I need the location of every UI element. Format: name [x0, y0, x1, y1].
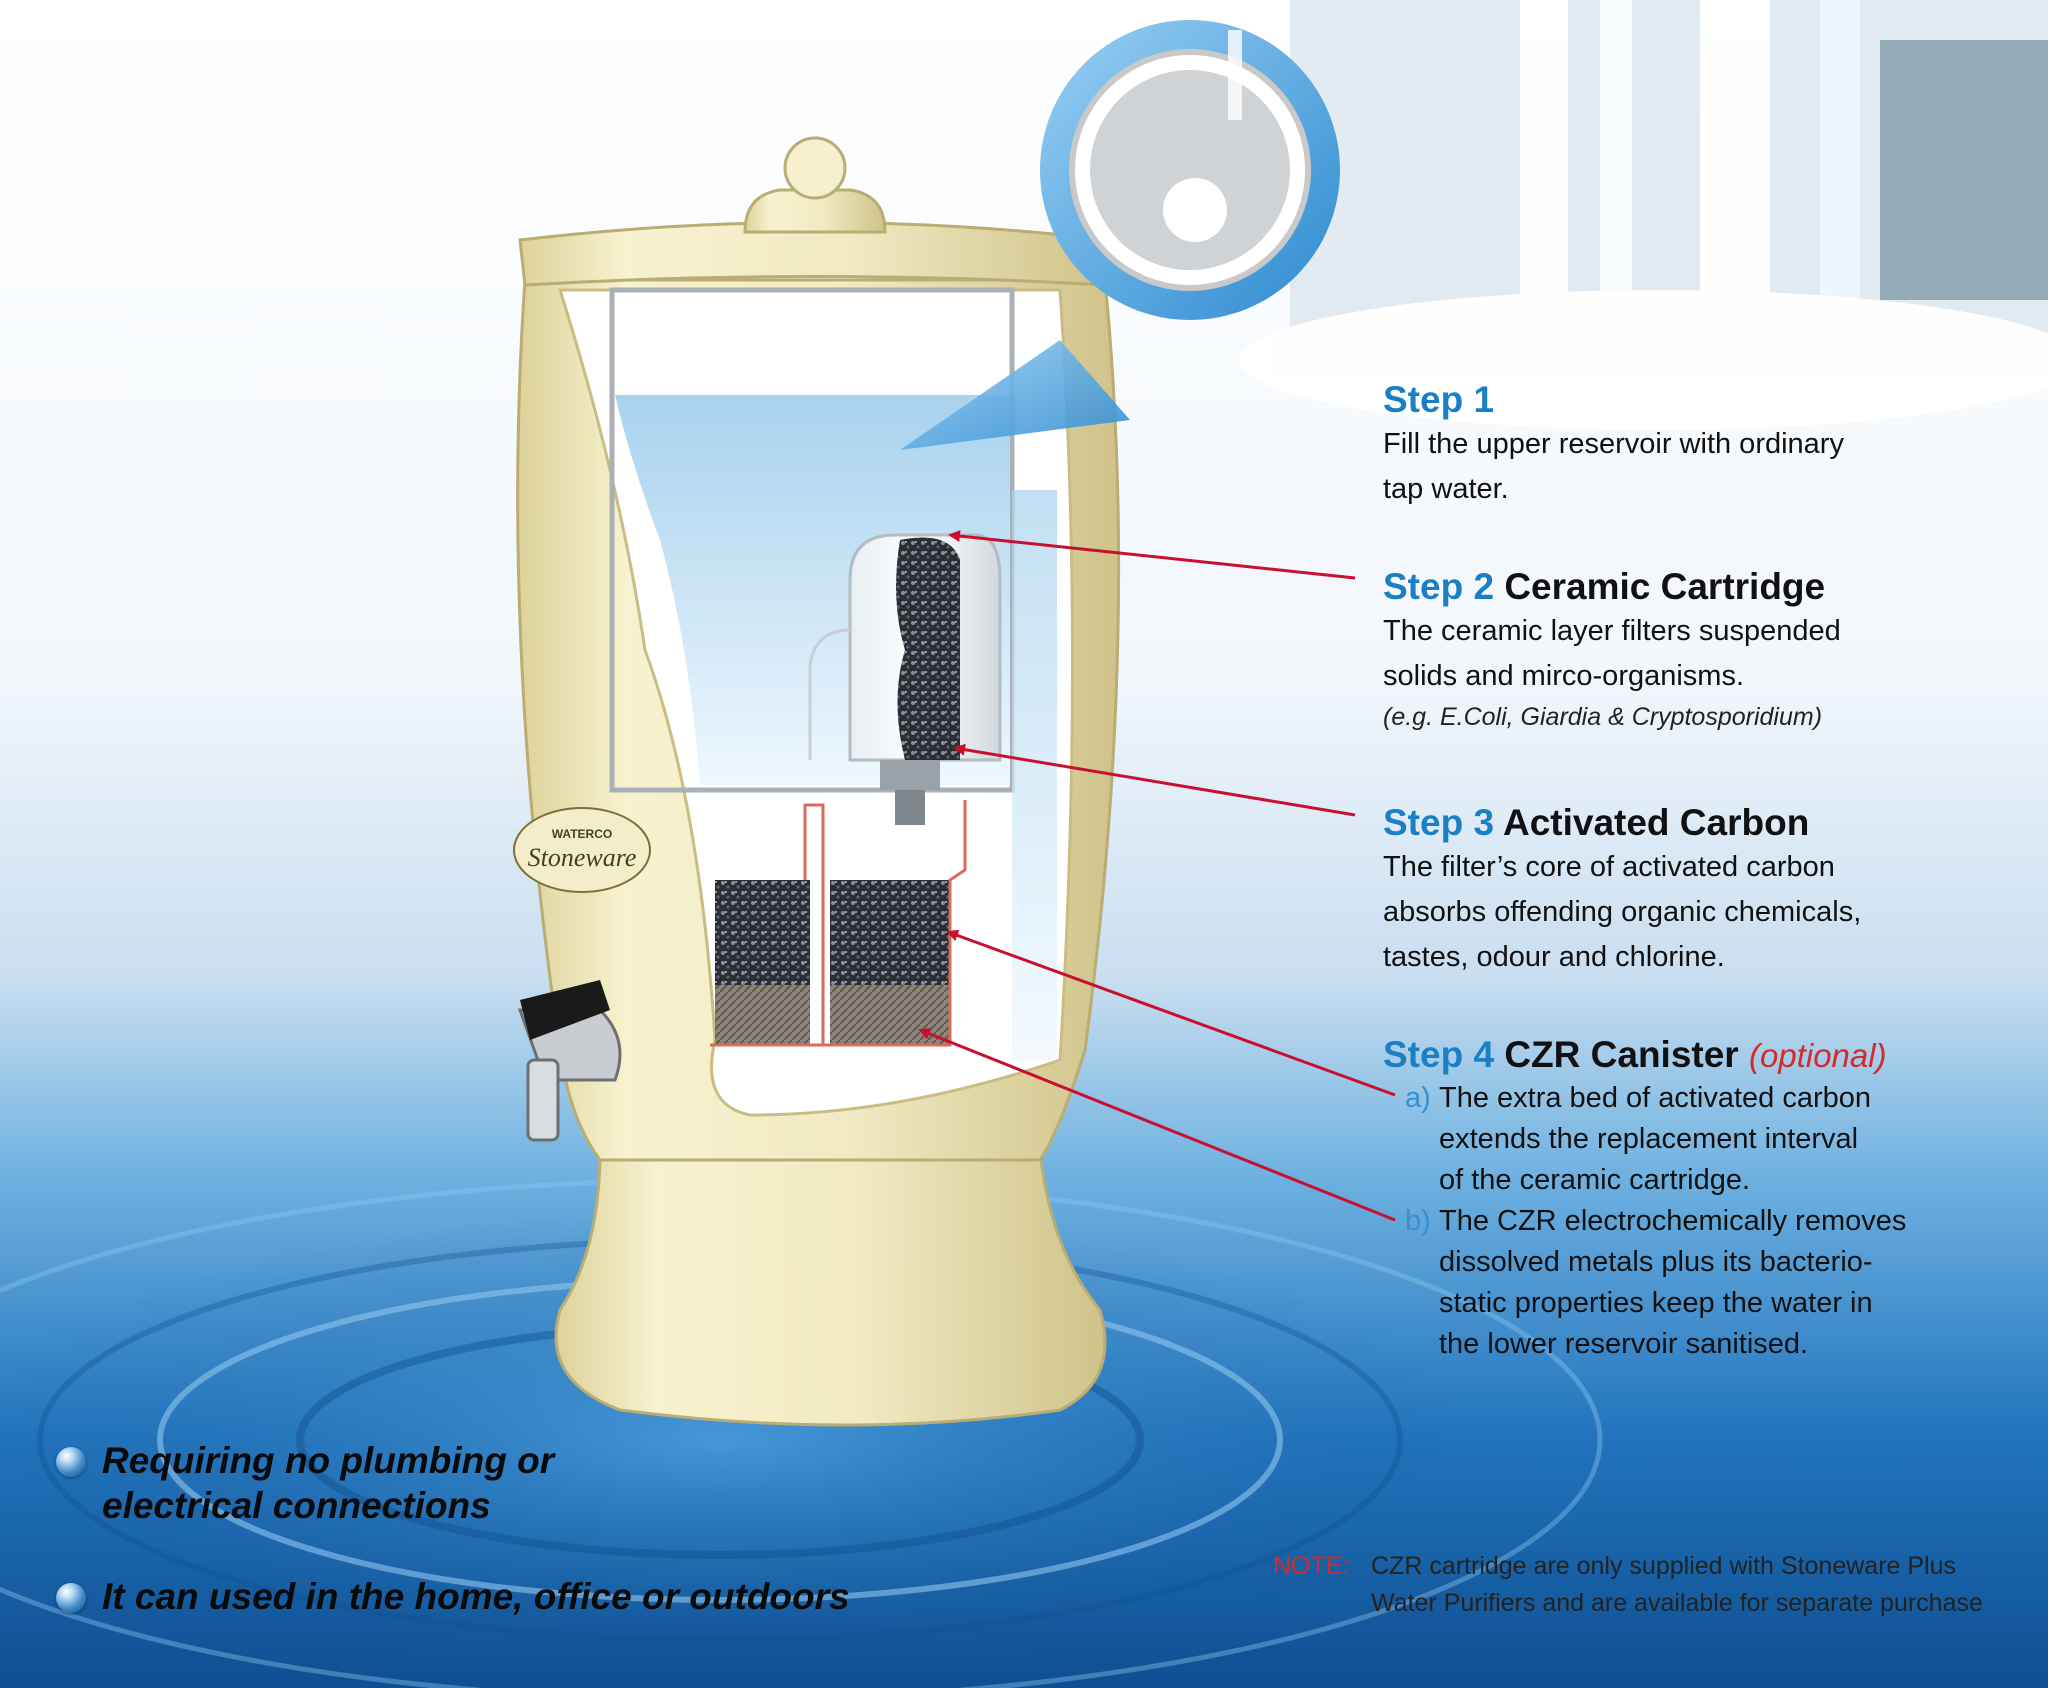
step-3-number: Step 3 [1383, 802, 1495, 843]
step-3-line: The filter’s core of activated carbon [1383, 851, 1835, 883]
bullet-line: electrical connections [102, 1485, 491, 1526]
step-4-item-b: b) The CZR electrochemically removes dis… [1383, 1201, 1906, 1365]
step-4-item-a-line: of the ceramic cartridge. [1439, 1164, 1751, 1196]
step-3-heading: Step 3 Activated Carbon [1383, 801, 1861, 845]
step-3-body: The filter’s core of activated carbon ab… [1383, 845, 1861, 980]
note-label: NOTE: [1273, 1552, 1350, 1580]
arrow-step2 [948, 530, 1356, 580]
step-3-title: Activated Carbon [1502, 802, 1810, 843]
step-4-heading: Step 4 CZR Canister (optional) [1383, 1033, 1906, 1078]
step-2-line: solids and mirco-organisms. [1383, 660, 1745, 692]
step-1-heading: Step 1 [1383, 378, 1844, 422]
czr-note: NOTE: CZR cartridge are only supplied wi… [1273, 1548, 1983, 1622]
step-4-number: Step 4 [1383, 1034, 1495, 1075]
step-4-item-b-line: the lower reservoir sanitised. [1439, 1328, 1809, 1360]
arrow-step3 [953, 743, 1356, 817]
svg-text:WATERCO: WATERCO [552, 827, 612, 841]
step-4-title: CZR Canister [1504, 1034, 1739, 1075]
bullet-icon [56, 1447, 86, 1477]
step-1-body: Fill the upper reservoir with ordinary t… [1383, 422, 1844, 512]
step-2-line: The ceramic layer filters suspended [1383, 615, 1841, 647]
step-4-item-b-line: The CZR electrochemically removes [1439, 1205, 1907, 1237]
step-4-item-b-line: dissolved metals plus its bacterio- [1439, 1246, 1873, 1278]
stoneware-purifier: WATERCO Stoneware [513, 136, 1121, 1427]
step-4-item-a: a) The extra bed of activated carbon ext… [1383, 1078, 1906, 1201]
step-2-example: (e.g. E.Coli, Giardia & Cryptosporidium) [1383, 703, 1823, 731]
note-line: Water Purifiers and are available for se… [1371, 1589, 1983, 1617]
bullet-icon [56, 1583, 86, 1613]
arrow-step4b [918, 1028, 1396, 1222]
bullet-text: It can used in the home, office or outdo… [102, 1574, 850, 1619]
step-1-line: Fill the upper reservoir with ordinary [1383, 428, 1844, 460]
step-2-number: Step 2 [1383, 566, 1495, 607]
step-4-optional: (optional) [1749, 1037, 1887, 1074]
step-3-line: absorbs offending organic chemicals, [1383, 896, 1862, 928]
note-text: CZR cartridge are only supplied with Sto… [1371, 1548, 1983, 1622]
step-1-line: tap water. [1383, 473, 1509, 505]
step-4-item-a-line: The extra bed of activated carbon [1439, 1082, 1872, 1114]
step-4-item-b-letter: b) [1405, 1205, 1431, 1237]
bullet-no-plumbing: Requiring no plumbing or electrical conn… [56, 1438, 554, 1528]
svg-text:Stoneware: Stoneware [528, 843, 637, 872]
note-line: CZR cartridge are only supplied with Sto… [1371, 1552, 1956, 1580]
tap-icon [517, 980, 622, 1142]
reservoir-magnifier [900, 20, 1340, 450]
step-4: Step 4 CZR Canister (optional) a) The ex… [1383, 1033, 1906, 1365]
bullet-text: Requiring no plumbing or electrical conn… [102, 1438, 554, 1528]
bullet-line: Requiring no plumbing or [102, 1440, 555, 1481]
step-2: Step 2 Ceramic Cartridge The ceramic lay… [1383, 565, 1841, 735]
step-1: Step 1 Fill the upper reservoir with ord… [1383, 378, 1844, 512]
step-4-item-a-letter: a) [1405, 1082, 1431, 1114]
step-2-body: The ceramic layer filters suspended soli… [1383, 609, 1841, 699]
step-1-number: Step 1 [1383, 379, 1495, 420]
step-4-item-b-line: static properties keep the water in [1439, 1287, 1873, 1319]
arrow-step4a [946, 929, 1396, 1097]
pointer-arrows [918, 530, 1396, 1222]
stoneware-logo: WATERCO Stoneware [513, 807, 651, 893]
step-2-title: Ceramic Cartridge [1504, 566, 1826, 607]
bullet-line: It can used in the home, office or outdo… [102, 1576, 850, 1617]
step-4-item-a-line: extends the replacement interval [1439, 1123, 1859, 1155]
step-2-heading: Step 2 Ceramic Cartridge [1383, 565, 1841, 609]
step-3-line: tastes, odour and chlorine. [1383, 941, 1725, 973]
step-3: Step 3 Activated Carbon The filter’s cor… [1383, 801, 1861, 980]
bullet-home-office: It can used in the home, office or outdo… [56, 1574, 850, 1619]
